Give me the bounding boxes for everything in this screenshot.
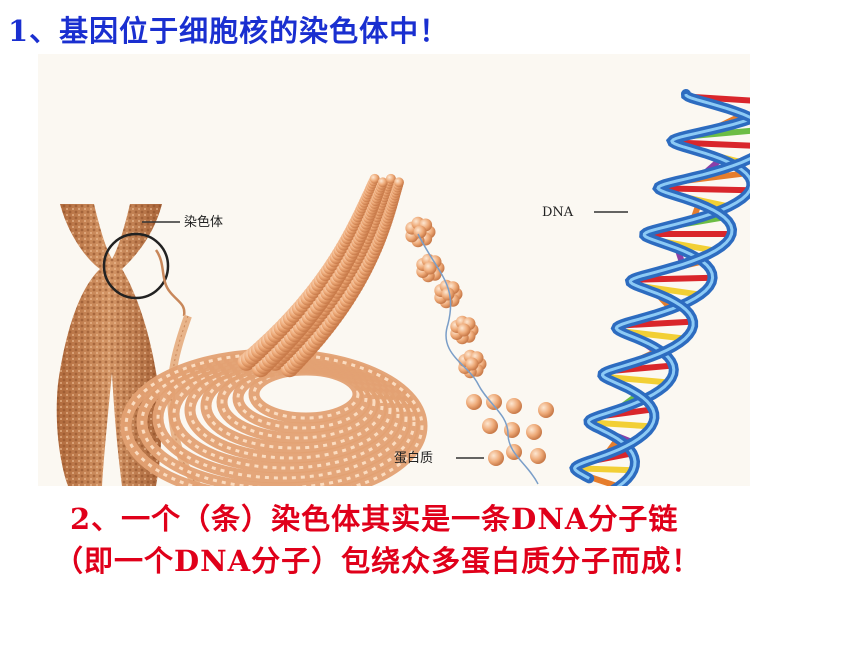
protein-bead [530,448,546,464]
nucleosome-bead [394,177,404,188]
helix-strand-1-highlight [587,117,750,486]
nucleosome-bead [377,177,388,188]
nucleosome-cluster-core [465,357,479,371]
coil-ring-highlight [252,368,360,420]
nucleosome-cluster-core [457,323,471,337]
protein-bead [466,394,482,410]
dna-double-helix [569,89,750,486]
base-pair-rung [672,139,750,149]
caption-line-2: （即一个DNA分子）包绕众多蛋白质分子而成！ [54,544,702,578]
chromosome-shape [56,204,162,486]
solenoid-coil [120,348,428,486]
protein-bead [488,450,504,466]
page-heading: 1、基因位于细胞核的染色体中！ [8,14,450,48]
coil-ring-highlight [172,358,400,470]
fiber-thread [154,249,186,317]
protein-bead [482,418,498,434]
protein-bead [506,398,522,414]
nucleosome-cluster-core [423,261,437,275]
chromosome-label: 染色体 [184,214,223,230]
chromosome-dna-illustration: 染色体 蛋白质 DNA [38,54,750,486]
coil-ring-highlight [156,356,408,480]
base-pair-rung [574,465,634,474]
protein-bead [486,394,502,410]
magnifier-circle [102,232,170,300]
nucleosome-beads [237,173,554,466]
protein-label: 蛋白质 [394,450,433,466]
protein-bead [538,402,554,418]
protein-bead [526,424,542,440]
nucleosome-bead [385,173,396,184]
nucleosome-cluster-core [441,287,455,301]
dna-label: DNA [542,205,574,220]
helix-strand-2-highlight [572,93,750,480]
illustration-canvas: 染色体 蛋白质 DNA [56,89,750,486]
coil-ring-highlight [188,360,392,460]
caption-line-1: 2、一个（条）染色体其实是一条DNA分子链 [70,502,679,536]
base-pair-rung [657,185,750,194]
linker-dna-thread [417,233,539,485]
nucleosome-cluster-core [413,225,427,239]
nucleosome-bead [369,173,380,184]
base-pair-rung [588,419,652,430]
coil-ring-highlight [140,354,416,486]
